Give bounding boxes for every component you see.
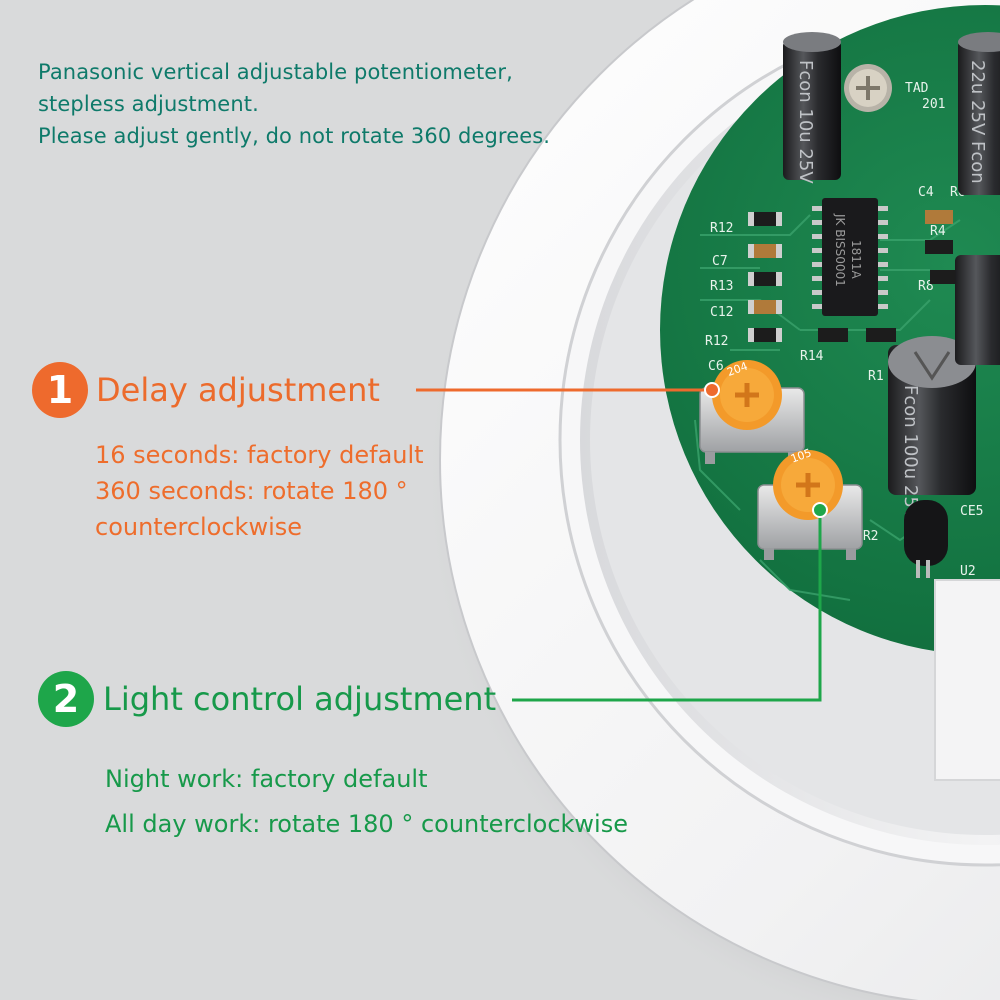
delay-note-default: 16 seconds: factory default: [95, 441, 424, 469]
delay-adjustment-title: Delay adjustment: [96, 371, 380, 409]
delay-callout-line: [416, 382, 720, 398]
pir-controller-chip: JK BISS0001 1811A: [812, 198, 888, 316]
capacitor-right-edge: [955, 255, 1000, 365]
delay-note-direction: counterclockwise: [95, 513, 303, 541]
delay-adjustment-heading: 1 Delay adjustment: [32, 362, 380, 418]
number-badge-1: 1: [32, 362, 88, 418]
svg-text:C6: C6: [708, 359, 724, 374]
svg-text:22u 25V Fcon: 22u 25V Fcon: [967, 60, 988, 184]
light-control-notes: Night work: factory default All day work…: [105, 757, 628, 847]
svg-text:Fcon 100u 25V: Fcon 100u 25V: [900, 385, 921, 521]
mounting-screw: [844, 64, 892, 112]
svg-text:C12: C12: [710, 305, 733, 320]
light-potentiometer: 105: [757, 446, 863, 560]
light-note-allday: All day work: rotate 180 ° counterclockw…: [105, 810, 628, 838]
svg-text:JK BISS0001: JK BISS0001: [833, 213, 847, 287]
svg-text:C7: C7: [712, 254, 728, 269]
intro-line-2: stepless adjustment.: [38, 92, 259, 116]
capacitor-bottom: Fcon 100u 25V: [888, 336, 976, 521]
svg-text:R8: R8: [918, 279, 934, 294]
svg-text:1811A: 1811A: [849, 240, 863, 280]
intro-line-1: Panasonic vertical adjustable potentiome…: [38, 60, 513, 84]
svg-text:TAD: TAD: [905, 81, 929, 96]
light-note-night: Night work: factory default: [105, 765, 428, 793]
delay-note-max: 360 seconds: rotate 180 °: [95, 477, 408, 505]
intro-line-3: Please adjust gently, do not rotate 360 …: [38, 124, 551, 148]
capacitor-top-right: 22u 25V Fcon: [958, 32, 1000, 195]
svg-text:R4: R4: [930, 224, 946, 239]
svg-text:C4: C4: [918, 185, 934, 200]
svg-text:R12: R12: [710, 221, 733, 236]
svg-text:Fcon 10u 25V: Fcon 10u 25V: [795, 60, 816, 184]
delay-adjustment-notes: 16 seconds: factory default 360 seconds:…: [95, 437, 424, 545]
svg-text:R14: R14: [800, 349, 824, 364]
svg-text:201: 201: [922, 97, 945, 112]
transistor: [904, 500, 948, 578]
svg-text:R12: R12: [705, 334, 728, 349]
svg-text:R13: R13: [710, 279, 733, 294]
number-badge-2: 2: [38, 671, 94, 727]
svg-text:R1: R1: [868, 369, 884, 384]
delay-potentiometer: 204: [699, 360, 805, 464]
light-control-heading: 2 Light control adjustment: [38, 671, 496, 727]
capacitor-top-left: Fcon 10u 25V: [783, 32, 841, 184]
svg-text:U2: U2: [960, 564, 976, 579]
light-control-title: Light control adjustment: [103, 680, 497, 718]
light-callout-line: [512, 502, 828, 702]
potentiometer-description: Panasonic vertical adjustable potentiome…: [38, 56, 598, 152]
svg-text:CE5: CE5: [960, 504, 983, 519]
